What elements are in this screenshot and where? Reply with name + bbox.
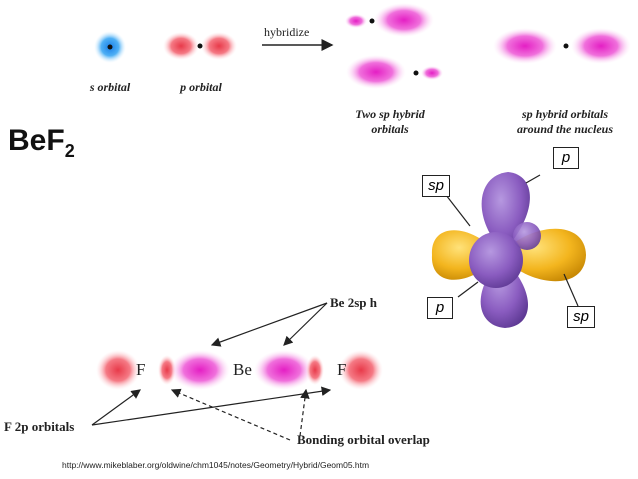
atom-be: Be — [233, 360, 252, 379]
atom-f-left: F — [136, 360, 146, 379]
two-sp-hybrid-line1: Two sp hybrid — [355, 107, 425, 121]
sp-hybrid-around-nucleus — [493, 28, 631, 64]
sp-label-bottom-right: sp — [567, 306, 595, 328]
bonding-arrows — [91, 302, 332, 441]
p-orbital — [163, 32, 237, 60]
molecule-title: BeF2 — [8, 124, 75, 162]
hybridize-label: hybridize — [264, 25, 310, 39]
two-sp-hybrid-line2: orbitals — [371, 122, 409, 136]
p-lobe-back — [513, 222, 541, 250]
sp-3d-model — [431, 172, 586, 328]
be-2sp-label: Be 2sp h — [330, 295, 377, 310]
p-orbital-label: p orbital — [180, 80, 222, 94]
sp-label-top-left: sp — [422, 175, 450, 197]
bonding-overlap-label: Bonding orbital overlap — [297, 432, 430, 447]
s-orbital-label: s orbital — [89, 80, 131, 94]
p-label-top-right: p — [553, 147, 579, 169]
around-nucleus-line2: around the nucleus — [516, 122, 614, 136]
s-orbital — [94, 31, 126, 63]
f-2p-orbitals-label: F 2p orbitals — [4, 419, 75, 434]
atom-f-right: F — [337, 360, 347, 379]
two-sp-hybrid-label: Two sp hybrid orbitals — [340, 107, 440, 137]
two-sp-hybrid-orbitals — [345, 3, 443, 89]
p-lobe-front — [469, 232, 523, 288]
around-nucleus-label: sp hybrid orbitals around the nucleus — [500, 107, 630, 137]
p-label-bottom-left: p — [427, 297, 453, 319]
molecule-formula: BeF — [8, 124, 65, 157]
molecule-subscript: 2 — [64, 141, 75, 161]
source-url: http://www.mikeblaber.org/oldwine/chm104… — [62, 460, 370, 470]
bonding-overlap-figure — [96, 350, 383, 390]
around-nucleus-line1: sp hybrid orbitals — [521, 107, 608, 121]
